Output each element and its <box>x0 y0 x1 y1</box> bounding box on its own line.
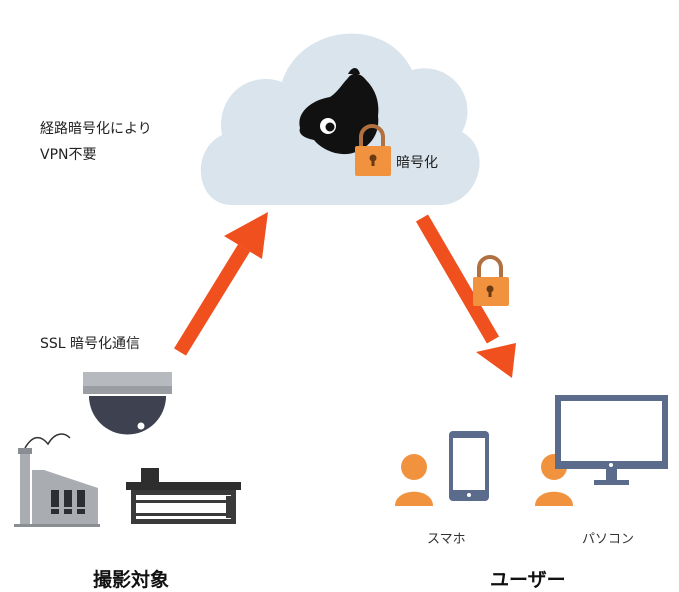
dome-camera-icon <box>83 372 172 435</box>
monitor-icon <box>555 395 668 485</box>
machine-icon <box>126 468 241 524</box>
smartphone-icon <box>449 431 489 501</box>
smartphone-label: スマホ <box>427 532 466 547</box>
cloud-encryption-label: 暗号化 <box>396 155 438 171</box>
padlock-icon <box>355 124 391 176</box>
ssl-label: SSL 暗号化通信 <box>40 336 141 352</box>
person-icon <box>395 454 433 506</box>
dog-head-icon <box>299 68 379 155</box>
download-arrow <box>415 214 516 378</box>
users-heading: ユーザー <box>490 569 566 591</box>
route-encryption-label: 経路暗号化により <box>40 121 152 137</box>
padlock-icon <box>473 255 509 306</box>
vpn-not-needed-label: VPN不要 <box>40 147 97 163</box>
subjects-heading: 撮影対象 <box>93 569 170 591</box>
factory-icon <box>14 433 100 527</box>
pc-label: パソコン <box>582 532 635 547</box>
upload-arrow <box>174 212 268 356</box>
